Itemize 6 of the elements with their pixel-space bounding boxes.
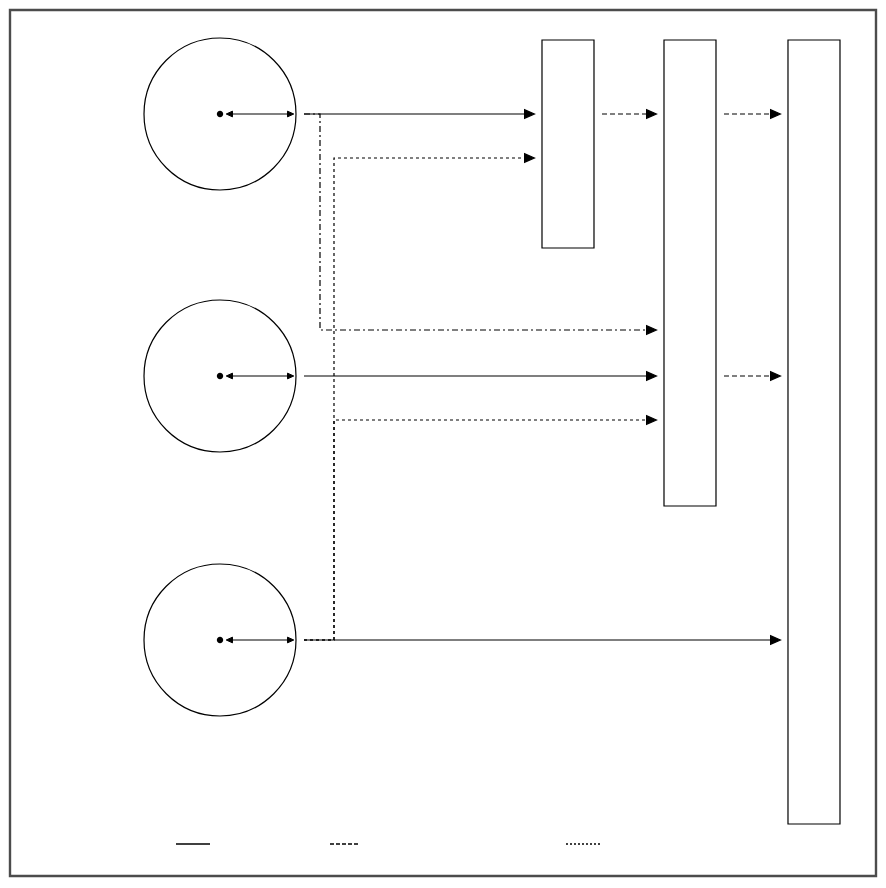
rectangle-box bbox=[541, 39, 595, 249]
circle bbox=[143, 37, 297, 191]
circle bbox=[143, 299, 297, 453]
circle bbox=[143, 563, 297, 717]
rectangle-box bbox=[663, 39, 717, 507]
rectangle-box bbox=[787, 39, 841, 825]
